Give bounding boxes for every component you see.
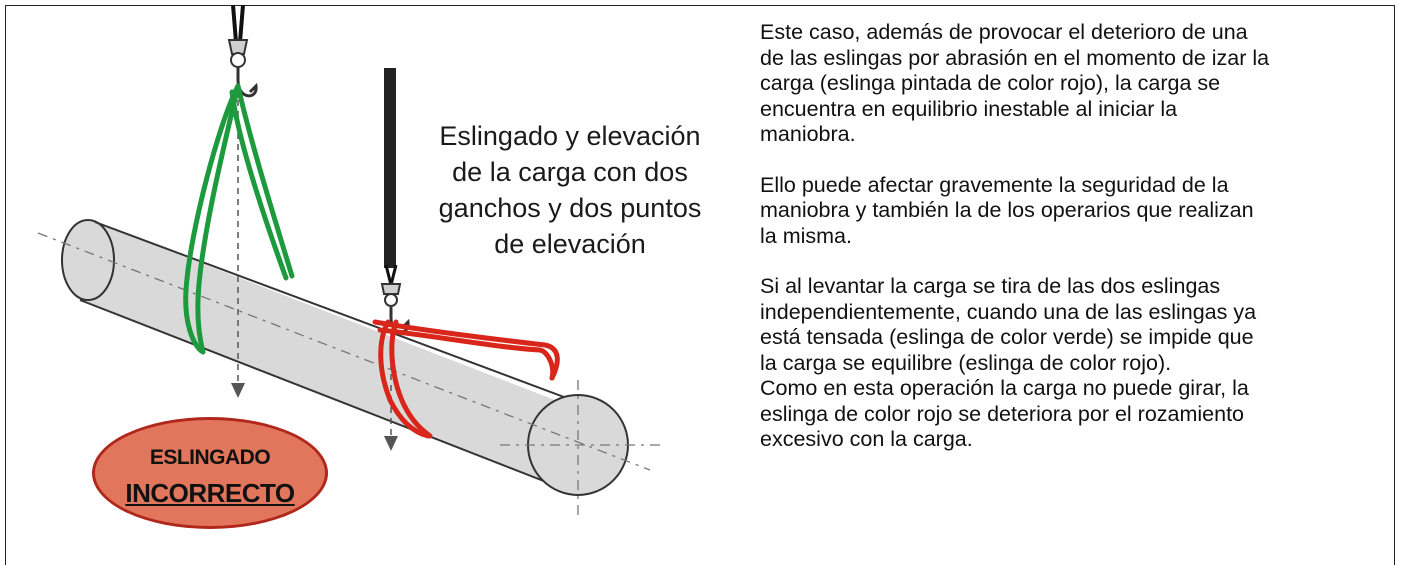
- load-line-left: [231, 100, 245, 398]
- paragraph-3: Si al levantar la carga se tira de las d…: [760, 274, 1257, 451]
- badge-line-1: ESLINGADO: [149, 446, 271, 469]
- figure-frame: [5, 5, 1395, 565]
- left-hook: [227, 4, 258, 98]
- green-sling: [183, 83, 295, 355]
- caption-line-2: de la carga con dos: [452, 157, 688, 187]
- paragraph-2: Ello puede afectar gravemente la segurid…: [760, 172, 1254, 248]
- lifting-diagram: [37, 4, 660, 520]
- incorrect-badge: ESLINGADO INCORRECTO: [92, 417, 328, 529]
- diagram-caption: Eslingado y elevación de la carga con do…: [400, 118, 740, 262]
- right-hook: [380, 68, 410, 334]
- axis-lines: [37, 232, 660, 520]
- red-sling: [372, 319, 560, 439]
- cylinder-load: [61, 219, 629, 496]
- caption-line-1: Eslingado y elevación: [439, 121, 701, 151]
- explanation-text: Este caso, además de provocar el deterio…: [760, 20, 1390, 453]
- load-line-right: [384, 330, 398, 451]
- badge-line-2: INCORRECTO: [125, 478, 295, 508]
- caption-line-4: de elevación: [494, 229, 646, 259]
- caption-line-3: ganchos y dos puntos: [438, 193, 702, 223]
- paragraph-1: Este caso, además de provocar el deterio…: [760, 20, 1270, 146]
